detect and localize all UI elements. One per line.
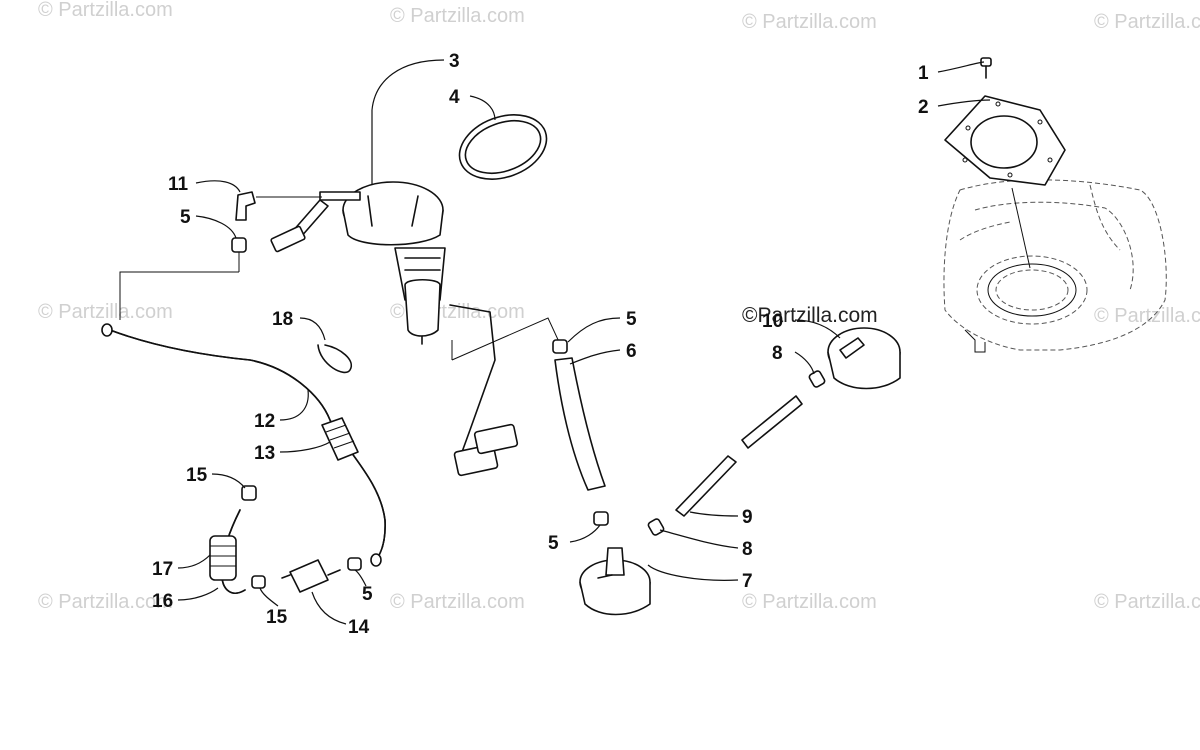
- part-11-elbow: [235, 191, 322, 221]
- part-1-screw: [980, 57, 992, 79]
- part-4-o-ring: [458, 114, 548, 180]
- callout-4: 4: [449, 87, 460, 108]
- callout-3: 3: [449, 51, 460, 72]
- part-8-fitting-lower: [647, 518, 665, 536]
- part-6-hose: [554, 357, 606, 491]
- callout-18: 18: [272, 309, 293, 330]
- leader-lines: [177, 59, 991, 625]
- callout-14: 14: [348, 617, 370, 638]
- callout-8: 8: [772, 343, 783, 364]
- callout-15: 15: [266, 607, 288, 628]
- part-15-clamp-upper: [241, 485, 257, 501]
- part-17-sleeve: [209, 535, 237, 581]
- watermark-prominent: ©Partzilla.com: [742, 304, 878, 327]
- callout-12: 12: [254, 411, 275, 432]
- part-14-fuel-filter: [281, 559, 341, 593]
- watermark: © Partzilla.com: [742, 11, 877, 33]
- callout-10: 10: [762, 311, 783, 332]
- callout-15: 15: [186, 465, 208, 486]
- part-13-sleeve: [321, 417, 359, 461]
- part-5-clamp-upper-mid: [552, 339, 568, 354]
- part-5-clamp-lower-mid: [593, 511, 609, 526]
- watermark: © Partzilla.com: [742, 591, 877, 613]
- part-18-clip: [317, 344, 353, 374]
- watermark: © Partzilla.com: [38, 301, 173, 323]
- fuel-tank-illustration: [943, 179, 1167, 353]
- part-5-clamp-filter: [347, 553, 382, 571]
- part-12-fuel-line: [101, 323, 386, 561]
- watermark: © Partzilla.com: [38, 591, 173, 613]
- callout-13: 13: [254, 443, 275, 464]
- callout-5: 5: [362, 584, 373, 605]
- callout-17: 17: [152, 559, 173, 580]
- watermark: © Partzilla.com: [38, 0, 173, 21]
- callouts: 1 2 3 4 11 5 18 12 13 15 17 16 15 14 5 5…: [152, 51, 929, 638]
- watermark: © Partzilla.com: [390, 591, 525, 613]
- callout-2: 2: [918, 97, 929, 118]
- part-3-fuel-pump: [270, 181, 561, 477]
- callout-11: 11: [168, 174, 189, 195]
- watermark: © Partzilla.com: [390, 5, 525, 27]
- callout-1: 1: [918, 63, 929, 84]
- part-7-valve-lower: [579, 547, 651, 616]
- callout-5: 5: [548, 533, 559, 554]
- part-5-clamp-upper-left: [119, 237, 247, 320]
- watermarks: © Partzilla.com © Partzilla.com © Partzi…: [38, 0, 1200, 613]
- callout-7: 7: [742, 571, 753, 592]
- callout-9: 9: [742, 507, 753, 528]
- part-9-tube: [675, 395, 803, 517]
- part-10-valve-upper: [827, 327, 901, 390]
- watermark: © Partzilla.com: [1094, 305, 1200, 327]
- part-2-gasket: [944, 95, 1066, 186]
- callout-16: 16: [152, 591, 173, 612]
- callout-5: 5: [180, 207, 191, 228]
- callout-6: 6: [626, 341, 637, 362]
- watermark: © Partzilla.com: [1094, 591, 1200, 613]
- part-8-fitting-upper: [808, 370, 826, 388]
- callout-5: 5: [626, 309, 637, 330]
- callout-8: 8: [742, 539, 753, 560]
- watermark: © Partzilla.com: [1094, 11, 1200, 33]
- part-15-clamp-lower: [251, 575, 266, 589]
